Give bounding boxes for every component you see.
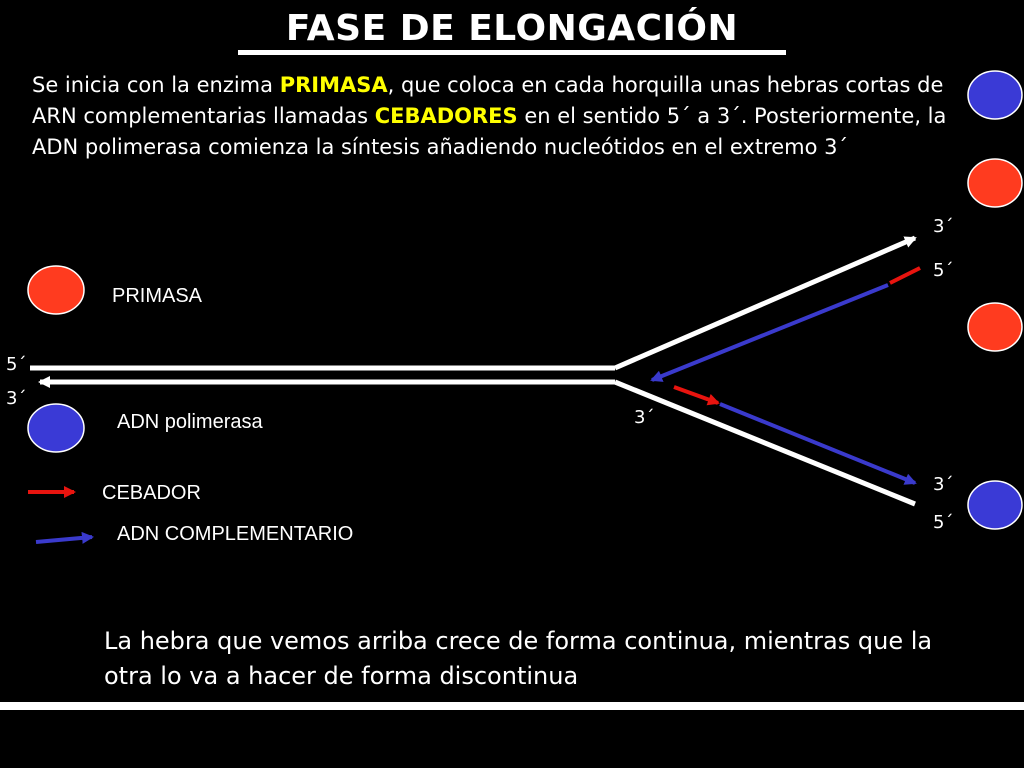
lagging-primer-arrow — [673, 385, 720, 406]
leading-complementary-arrow — [650, 283, 889, 382]
legend-complementario-label: ADN COMPLEMENTARIO — [117, 523, 353, 545]
title-underline — [238, 50, 786, 55]
primasa-legend-icon — [27, 265, 85, 315]
label-lower-3: 3´ — [933, 474, 953, 495]
fork-lower-arm — [614, 379, 916, 507]
page-title: FASE DE ELONGACIÓN — [285, 8, 739, 49]
lagging-complementary-arrow — [719, 402, 917, 485]
complementario-legend-arrow-icon — [35, 531, 94, 544]
label-fork-3: 3´ — [634, 407, 654, 428]
red-circle-icon — [967, 302, 1023, 352]
intro-text-2: , que coloca en cada horquilla unas hebr… — [32, 73, 944, 128]
polimerasa-legend-icon — [27, 403, 85, 453]
label-left-5: 5´ — [6, 354, 26, 375]
label-upper-3: 3´ — [933, 216, 953, 237]
legend-polimerasa-label: ADN polimerasa — [117, 411, 263, 433]
intro-text-3: en el sentido 5´ a 3´. Posteriormente, l… — [32, 104, 947, 159]
keyword-primasa: PRIMASA — [279, 73, 388, 97]
intro-text-1: Se inicia con la enzima — [32, 73, 280, 97]
legend-cebador-label: CEBADOR — [102, 482, 201, 504]
label-lower-5: 5´ — [933, 512, 953, 533]
legend-primasa-label: PRIMASA — [112, 285, 203, 307]
label-left-3: 3´ — [6, 388, 26, 409]
leading-primer-arrow — [889, 266, 921, 285]
bottom-divider — [0, 702, 1024, 710]
blue-circle-icon — [967, 70, 1023, 120]
fork-upper-arm — [614, 235, 917, 371]
keyword-cebadores: CEBADORES — [374, 104, 518, 128]
blue-circle-icon — [967, 480, 1023, 530]
label-upper-5: 5´ — [933, 260, 953, 281]
intro-paragraph: Se inicia con la enzima PRIMASA, que col… — [32, 70, 962, 163]
red-circle-icon — [967, 158, 1023, 208]
conclusion-text: La hebra que vemos arriba crece de forma… — [104, 627, 933, 690]
